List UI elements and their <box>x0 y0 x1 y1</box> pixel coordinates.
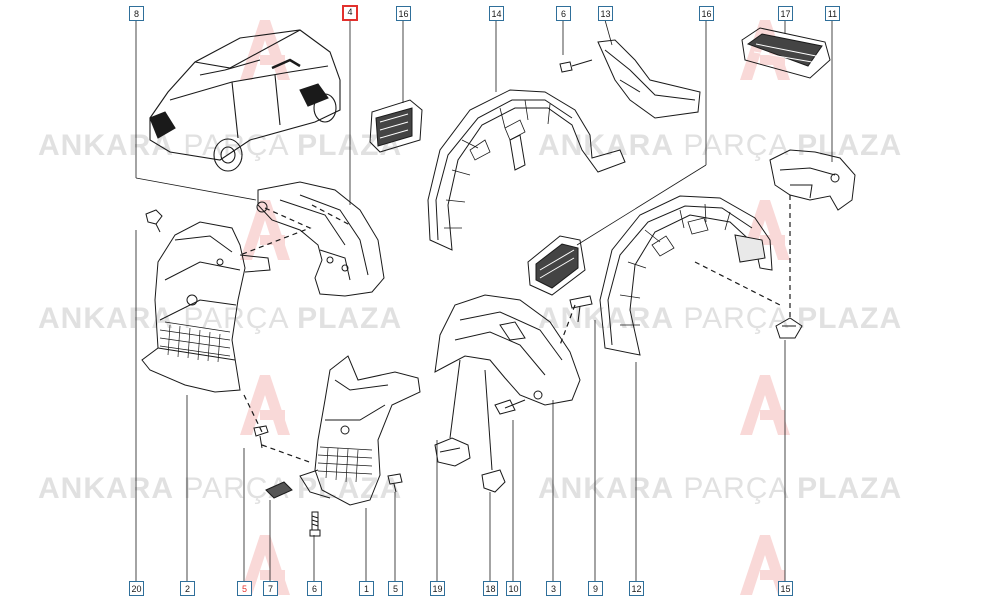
part-18-fastener <box>481 369 506 493</box>
callout-6[interactable]: 6 <box>307 581 322 596</box>
part-12-rear-arch-liner <box>599 195 773 356</box>
callout-19[interactable]: 19 <box>430 581 445 596</box>
part-9-screw <box>569 295 593 323</box>
callout-11[interactable]: 11 <box>825 6 840 21</box>
callout-2[interactable]: 2 <box>180 581 195 596</box>
part-19-bracket <box>434 359 471 467</box>
watermark-text: ANKARA PARÇA PLAZA <box>38 302 403 335</box>
car-illustration <box>149 29 341 172</box>
callout-3[interactable]: 3 <box>546 581 561 596</box>
watermark-text: ANKARA PARÇA PLAZA <box>538 302 903 335</box>
callout-13[interactable]: 13 <box>598 6 613 21</box>
watermark-text: ANKARA PARÇA PLAZA <box>538 129 903 162</box>
part-16-light-left <box>369 99 423 153</box>
callout-18[interactable]: 18 <box>483 581 498 596</box>
callout-1[interactable]: 1 <box>359 581 374 596</box>
part-4-front-liner-upper <box>256 181 385 297</box>
part-7-clip <box>265 481 293 499</box>
callout-20[interactable]: 20 <box>129 581 144 596</box>
assembly-paths <box>239 195 791 464</box>
part-13-bracket <box>597 39 701 119</box>
callout-9[interactable]: 9 <box>588 581 603 596</box>
watermark-logo-icon <box>740 20 790 80</box>
watermark-text: ANKARA PARÇA PLAZA <box>538 472 903 505</box>
watermark-logo-icon <box>740 535 790 595</box>
callout-4-highlighted[interactable]: 4 <box>342 5 358 21</box>
callout-16[interactable]: 16 <box>699 6 714 21</box>
callout-6[interactable]: 6 <box>556 6 571 21</box>
part-11-bracket <box>769 149 856 211</box>
watermark-logo-icon <box>240 535 290 595</box>
part-14-rear-arch-liner <box>427 89 626 251</box>
callout-10[interactable]: 10 <box>506 581 521 596</box>
callout-14[interactable]: 14 <box>489 6 504 21</box>
part-6-screw-top <box>559 59 593 73</box>
part-5-screw-right <box>387 473 403 493</box>
leader-lines <box>135 19 833 582</box>
part-3-rear-liner <box>434 294 581 415</box>
callout-8[interactable]: 8 <box>129 6 144 21</box>
callout-15[interactable]: 15 <box>778 581 793 596</box>
watermark-logo-icon <box>240 200 290 260</box>
part-17-light <box>741 27 831 79</box>
callout-12[interactable]: 12 <box>629 581 644 596</box>
part-5-screw-left <box>253 425 269 449</box>
watermark-logo-icon <box>240 375 290 435</box>
part-1-lower-liner <box>299 355 421 506</box>
callout-17[interactable]: 17 <box>778 6 793 21</box>
callout-5[interactable]: 5 <box>388 581 403 596</box>
callout-16[interactable]: 16 <box>396 6 411 21</box>
part-20-clip <box>145 209 163 233</box>
part-15-clip <box>775 317 803 339</box>
part-6-screw-bottom <box>309 511 321 537</box>
callout-5[interactable]: 5 <box>237 581 252 596</box>
watermark-logo-icon <box>740 375 790 435</box>
part-16-light-right <box>527 235 586 296</box>
part-2-front-liner <box>141 221 271 393</box>
callout-7[interactable]: 7 <box>263 581 278 596</box>
